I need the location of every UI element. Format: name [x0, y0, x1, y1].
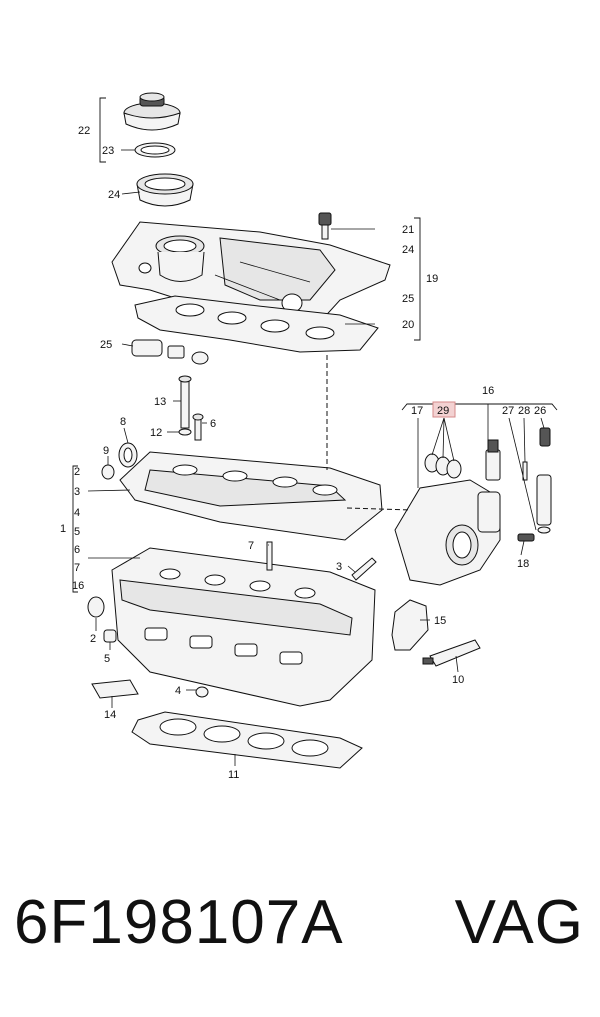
callout-15: 15 — [434, 615, 446, 627]
callout-22: 22 — [78, 125, 90, 137]
breather-valve — [318, 212, 332, 240]
callout-9: 9 — [103, 445, 109, 457]
callout-28: 28 — [518, 405, 530, 417]
injector-sleeve — [351, 557, 377, 581]
callout-24: 24 — [108, 189, 120, 201]
callout-29: 29 — [437, 405, 449, 417]
sensor — [103, 629, 117, 643]
callout-2: 2 — [74, 466, 80, 478]
short-bolt — [192, 413, 204, 441]
heat-shield — [91, 679, 139, 699]
pin — [266, 541, 273, 571]
callout-16: 16 — [72, 580, 84, 592]
housing-bolt — [517, 533, 535, 542]
exploded-parts-diagram: 22 23 24 21 24 19 25 20 25 13 12 6 8 9 2… — [60, 92, 558, 781]
callout-14: 14 — [104, 709, 116, 721]
plug — [101, 464, 115, 480]
callout-6: 6 — [210, 418, 216, 430]
callout-7: 7 — [248, 540, 254, 552]
cylinder-head-cover — [111, 221, 391, 329]
callout-20: 20 — [402, 319, 414, 331]
callout-10: 10 — [452, 674, 464, 686]
callout-25: 25 — [100, 339, 112, 351]
long-bolt — [178, 375, 192, 429]
sealant-tube — [422, 639, 481, 667]
cover-gasket — [134, 295, 379, 353]
timing-housing — [394, 479, 501, 586]
callout-7: 7 — [74, 562, 80, 574]
callout-25: 25 — [402, 293, 414, 305]
brand-name: VAG — [454, 888, 584, 957]
callout-24: 24 — [402, 244, 414, 256]
oil-filler-cap — [123, 92, 181, 131]
callout-23: 23 — [102, 145, 114, 157]
callout-labels: 22 23 24 21 24 19 25 20 25 13 12 6 8 9 2… — [60, 125, 546, 781]
cap — [195, 686, 209, 698]
filler-sealing-ring — [134, 142, 176, 158]
callout-16: 16 — [482, 385, 494, 397]
shaft-seal — [118, 442, 138, 468]
control-valve — [485, 439, 501, 481]
leader-lines — [87, 149, 545, 766]
callout-29-highlight — [432, 401, 456, 418]
part-number: 6F198107A — [14, 888, 344, 957]
o-rings — [424, 453, 462, 479]
washer — [178, 428, 192, 436]
callout-3: 3 — [74, 486, 80, 498]
group-brackets — [72, 97, 558, 593]
callout-8: 8 — [120, 416, 126, 428]
callout-1: 1 — [60, 523, 66, 535]
callout-19: 19 — [426, 273, 438, 285]
callout-6: 6 — [74, 544, 80, 556]
head-plug — [87, 596, 105, 618]
solenoid-valve — [536, 427, 552, 534]
callout-13: 13 — [154, 396, 166, 408]
alignment-line — [346, 507, 411, 511]
callout-3: 3 — [336, 561, 342, 573]
callout-4: 4 — [74, 507, 80, 519]
callout-2: 2 — [90, 633, 96, 645]
callout-5: 5 — [104, 653, 110, 665]
callout-26: 26 — [534, 405, 546, 417]
bracket — [391, 599, 429, 651]
callout-11: 11 — [228, 769, 239, 781]
callout-17: 17 — [411, 405, 423, 417]
cylinder-head — [111, 547, 376, 707]
callout-12: 12 — [150, 427, 162, 439]
callout-18: 18 — [517, 558, 529, 570]
callout-27: 27 — [502, 405, 514, 417]
callout-21: 21 — [402, 224, 414, 236]
camshaft-housing — [119, 451, 383, 541]
callout-5: 5 — [74, 526, 80, 538]
head-gasket — [131, 711, 363, 769]
filler-insert — [136, 173, 194, 207]
small-seals — [131, 339, 209, 365]
callout-4: 4 — [175, 685, 181, 697]
